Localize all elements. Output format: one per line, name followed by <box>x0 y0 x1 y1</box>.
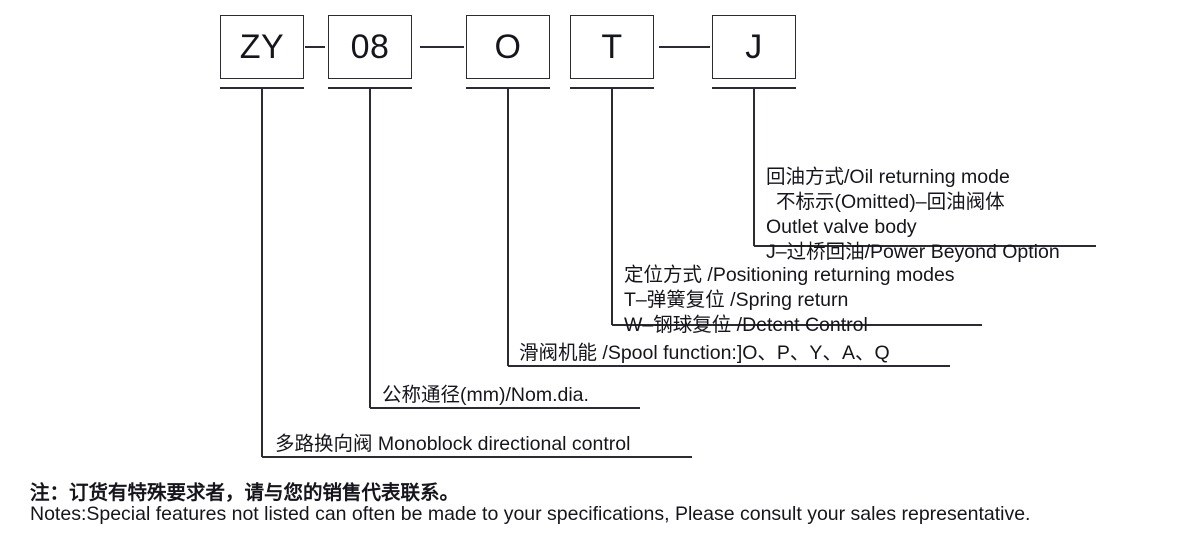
annotation-line: W–钢球复位 /Detent Control <box>624 314 868 336</box>
annotation-line: J–过桥回油/Power Beyond Option <box>766 241 1060 263</box>
annotation-positioning-modes: 定位方式 /Positioning returning modes T–弹簧复位… <box>624 263 955 338</box>
annotation-line: 定位方式 /Positioning returning modes <box>624 264 955 286</box>
annotation-oil-returning-mode: 回油方式/Oil returning mode 不标示(Omitted)–回油阀… <box>766 165 1060 265</box>
code-box-series[interactable]: ZY <box>220 15 304 79</box>
annotation-line: Outlet valve body <box>766 216 917 238</box>
annotation-line: 滑阀机能 /Spool function:]O、P、Y、A、Q <box>519 342 890 364</box>
note-english: Notes:Special features not listed can of… <box>30 503 1031 525</box>
annotation-spool-function: 滑阀机能 /Spool function:]O、P、Y、A、Q <box>519 341 890 366</box>
code-box-oil-return[interactable]: J <box>712 15 796 79</box>
annotation-line: 公称通径(mm)/Nom.dia. <box>382 384 589 406</box>
code-box-nominal-dia[interactable]: 08 <box>328 15 412 79</box>
annotation-product-type: 多路换向阀 Monoblock directional control <box>275 432 630 457</box>
annotation-nominal-diameter: 公称通径(mm)/Nom.dia. <box>382 383 589 408</box>
annotation-line: 多路换向阀 Monoblock directional control <box>275 433 631 455</box>
note-chinese: 注：订货有特殊要求者，请与您的销售代表联系。 <box>30 482 460 504</box>
annotation-line: T–弹簧复位 /Spring return <box>624 289 849 311</box>
code-box-positioning[interactable]: T <box>570 15 654 79</box>
annotation-line: 不标示(Omitted)–回油阀体 <box>776 191 1005 213</box>
annotation-line: 回油方式/Oil returning mode <box>766 166 1010 188</box>
code-box-spool[interactable]: O <box>466 15 550 79</box>
